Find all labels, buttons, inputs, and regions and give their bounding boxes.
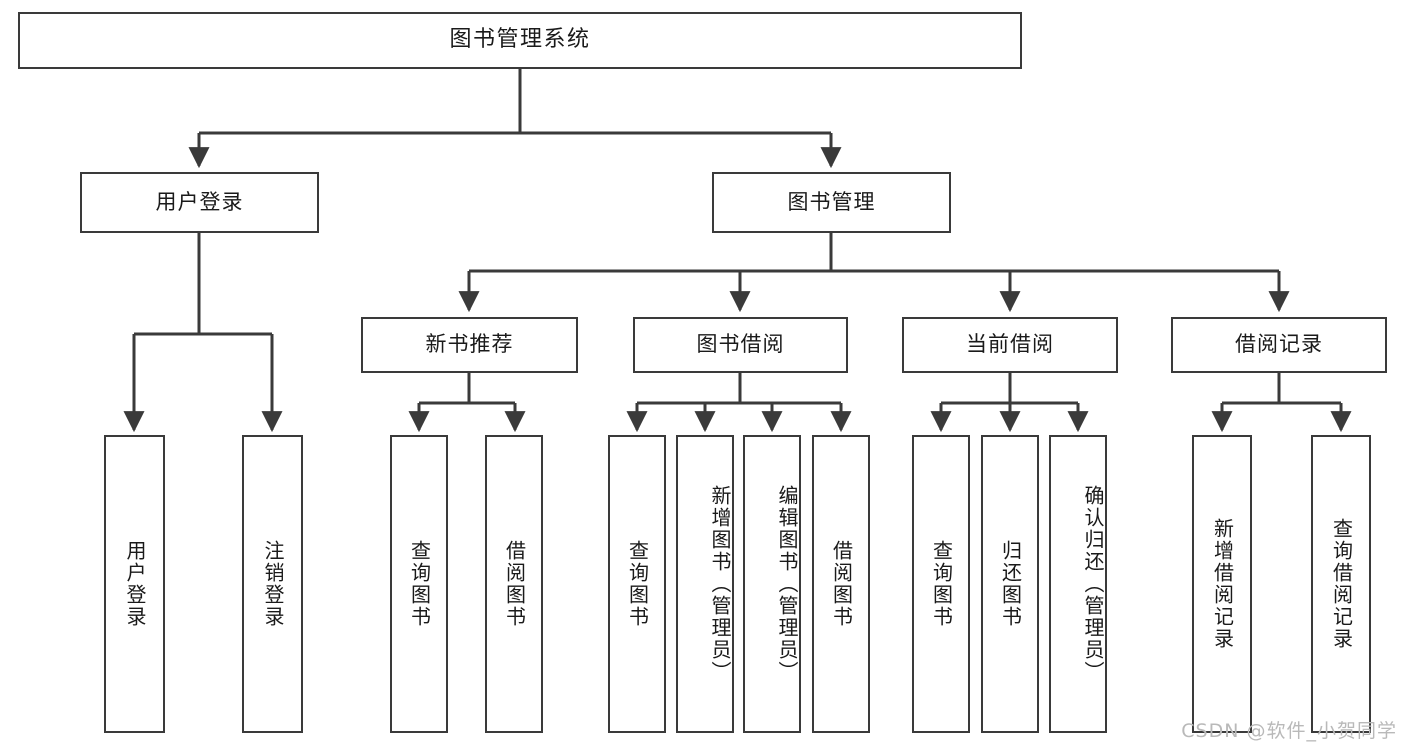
node-new-book-rec[interactable]: 新书推荐	[361, 317, 578, 373]
node-leaf-logout-label: 注销登录	[261, 540, 285, 628]
node-leaf-query-record[interactable]: 查询借阅记录	[1311, 435, 1371, 733]
node-user-login-label: 用户登录	[155, 189, 244, 214]
node-leaf-borrow-book-1[interactable]: 借阅图书	[485, 435, 543, 733]
node-root[interactable]: 图书管理系统	[18, 12, 1022, 69]
node-leaf-return-book[interactable]: 归还图书	[981, 435, 1039, 733]
node-leaf-add-book[interactable]: 新增图书（管理员）	[676, 435, 734, 733]
node-leaf-add-record-label: 新增借阅记录	[1210, 518, 1235, 650]
node-leaf-query-record-label: 查询借阅记录	[1329, 518, 1354, 650]
node-leaf-logout[interactable]: 注销登录	[242, 435, 303, 733]
node-user-login[interactable]: 用户登录	[80, 172, 319, 233]
node-current-borrow-label: 当前借阅	[966, 332, 1054, 357]
node-borrow-record-label: 借阅记录	[1235, 332, 1323, 357]
node-new-book-rec-label: 新书推荐	[425, 332, 514, 357]
node-leaf-query-book-3-label: 查询图书	[929, 540, 954, 628]
node-leaf-borrow-book-1-label: 借阅图书	[502, 540, 527, 628]
node-book-manage-label: 图书管理	[787, 189, 876, 214]
node-leaf-borrow-book-2[interactable]: 借阅图书	[812, 435, 870, 733]
node-borrow-record[interactable]: 借阅记录	[1171, 317, 1387, 373]
node-leaf-query-book-3[interactable]: 查询图书	[912, 435, 970, 733]
node-book-borrow-label: 图书借阅	[696, 332, 785, 357]
node-leaf-edit-book[interactable]: 编辑图书（管理员）	[743, 435, 801, 733]
node-leaf-query-book-1[interactable]: 查询图书	[390, 435, 448, 733]
node-leaf-add-book-label: 新增图书（管理员）	[708, 485, 732, 683]
node-leaf-user-login-label: 用户登录	[123, 540, 147, 628]
watermark-text: CSDN @软件_小贺同学	[1181, 720, 1397, 742]
node-leaf-query-book-1-label: 查询图书	[407, 540, 432, 628]
node-leaf-query-book-2[interactable]: 查询图书	[608, 435, 666, 733]
node-leaf-confirm-return[interactable]: 确认归还（管理员）	[1049, 435, 1107, 733]
node-leaf-confirm-return-label: 确认归还（管理员）	[1081, 485, 1105, 683]
node-leaf-user-login[interactable]: 用户登录	[104, 435, 165, 733]
node-leaf-borrow-book-2-label: 借阅图书	[829, 540, 854, 628]
node-leaf-return-book-label: 归还图书	[998, 540, 1023, 628]
node-current-borrow[interactable]: 当前借阅	[902, 317, 1118, 373]
node-book-borrow[interactable]: 图书借阅	[633, 317, 848, 373]
node-leaf-edit-book-label: 编辑图书（管理员）	[775, 485, 799, 683]
node-leaf-add-record[interactable]: 新增借阅记录	[1192, 435, 1252, 733]
node-root-label: 图书管理系统	[449, 27, 591, 53]
node-book-manage[interactable]: 图书管理	[712, 172, 951, 233]
node-leaf-query-book-2-label: 查询图书	[625, 540, 650, 628]
